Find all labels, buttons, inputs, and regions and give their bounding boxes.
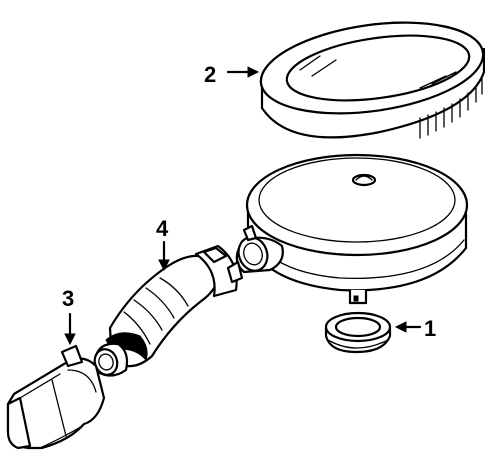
callout-4: 4 — [156, 216, 169, 241]
filter-pleats — [299, 55, 483, 139]
callout-1: 1 — [424, 316, 436, 341]
callout-2: 2 — [204, 62, 216, 87]
inlet-scoop — [6, 344, 106, 450]
leader-lines — [64, 66, 422, 346]
callout-3: 3 — [62, 286, 74, 311]
air-cleaner-housing — [235, 153, 469, 305]
air-filter-element — [259, 21, 485, 139]
base-gasket — [324, 311, 392, 354]
intake-duct — [93, 244, 244, 377]
